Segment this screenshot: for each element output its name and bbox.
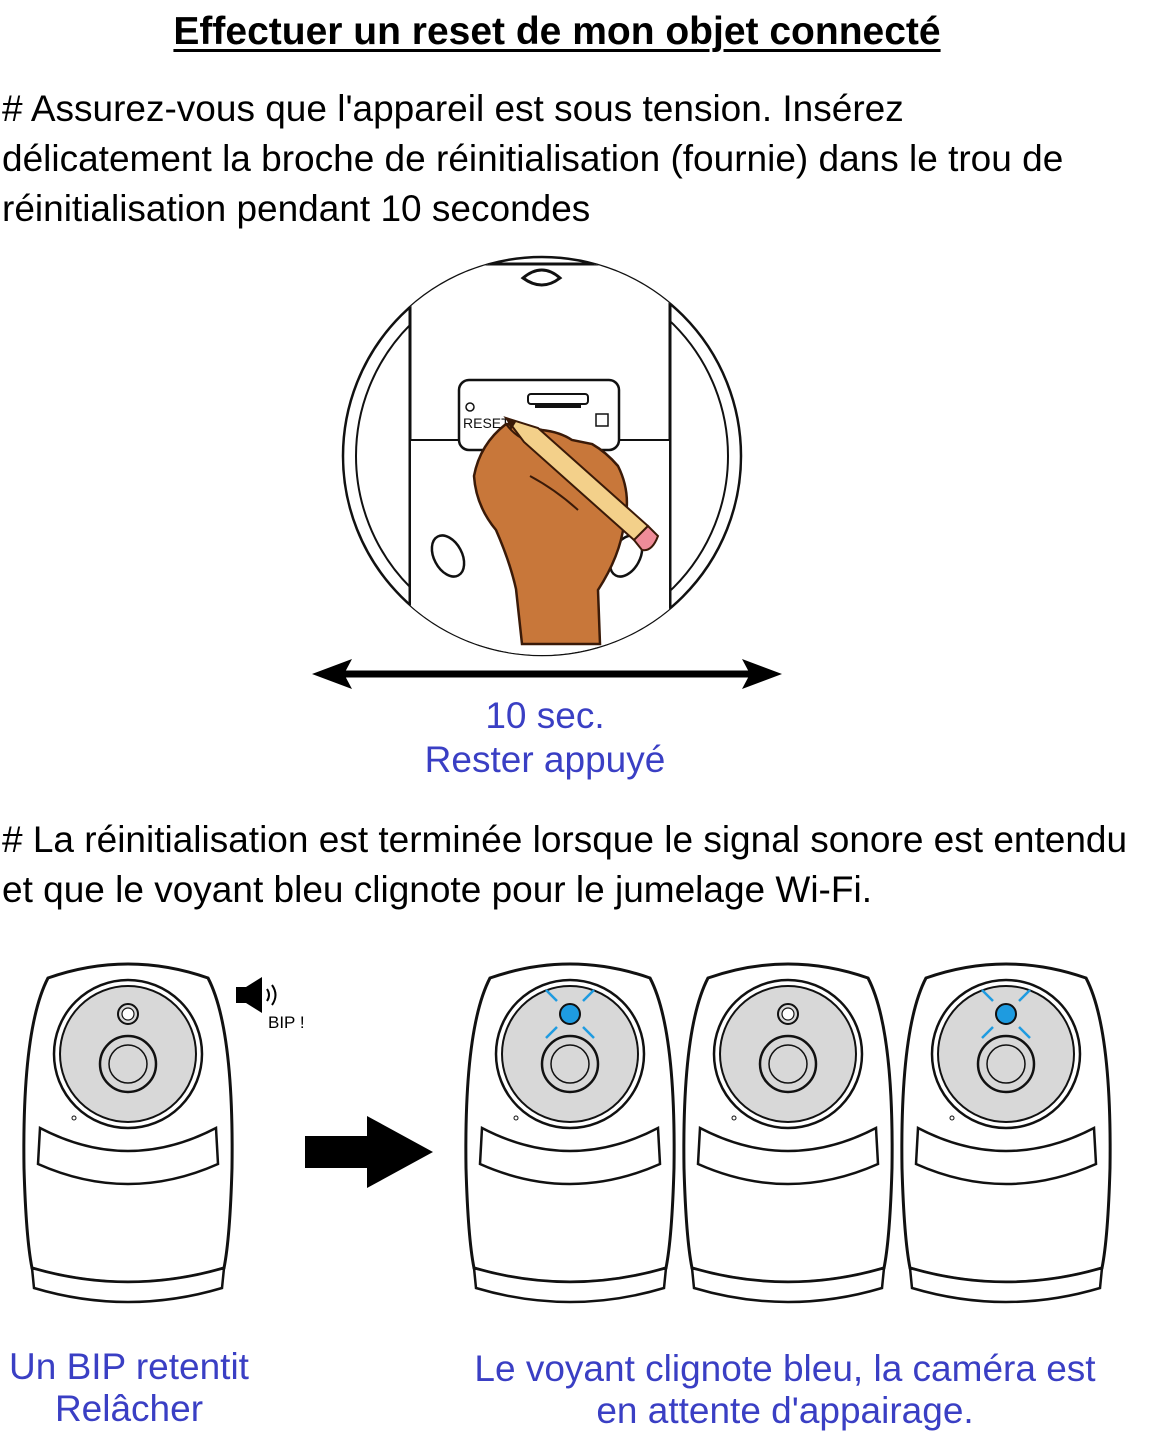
pairing-caption-line-1: Le voyant clignote bleu, la caméra est bbox=[474, 1348, 1096, 1389]
speaker-icon bbox=[236, 977, 277, 1013]
camera-illustration bbox=[22, 962, 234, 1304]
pairing-caption: Le voyant clignote bleu, la caméra est e… bbox=[460, 1348, 1110, 1432]
beep-caption-line-1: Un BIP retentit bbox=[9, 1346, 249, 1387]
pairing-caption-line-2: en attente d'appairage. bbox=[596, 1390, 974, 1431]
blinking-led-icon bbox=[545, 989, 595, 1039]
timer-caption: 10 sec. Rester appuyé bbox=[340, 694, 750, 782]
beep-caption: Un BIP retentit Relâcher bbox=[0, 1346, 258, 1430]
camera-illustration-blinking-1 bbox=[464, 962, 676, 1304]
instruction-step-2: # La réinitialisation est terminée lorsq… bbox=[2, 819, 1128, 910]
beep-label: BIP ! bbox=[268, 1013, 305, 1032]
beep-caption-line-2: Relâcher bbox=[54, 1388, 204, 1429]
double-arrow-icon bbox=[312, 659, 782, 689]
page-title: Effectuer un reset de mon objet connecté bbox=[173, 10, 941, 53]
timer-duration: 10 sec. bbox=[485, 695, 605, 736]
camera-illustration-off bbox=[682, 962, 894, 1304]
timer-instruction: Rester appuyé bbox=[424, 739, 666, 780]
blinking-led-icon bbox=[981, 989, 1031, 1039]
reset-device-illustration: RESET bbox=[341, 255, 743, 657]
pencil-icon bbox=[503, 416, 660, 552]
right-arrow-icon bbox=[305, 1116, 433, 1188]
camera-illustration-blinking-2 bbox=[900, 962, 1112, 1304]
instruction-step-1: # Assurez-vous que l'appareil est sous t… bbox=[2, 88, 1064, 229]
reset-label: RESET bbox=[463, 415, 510, 431]
